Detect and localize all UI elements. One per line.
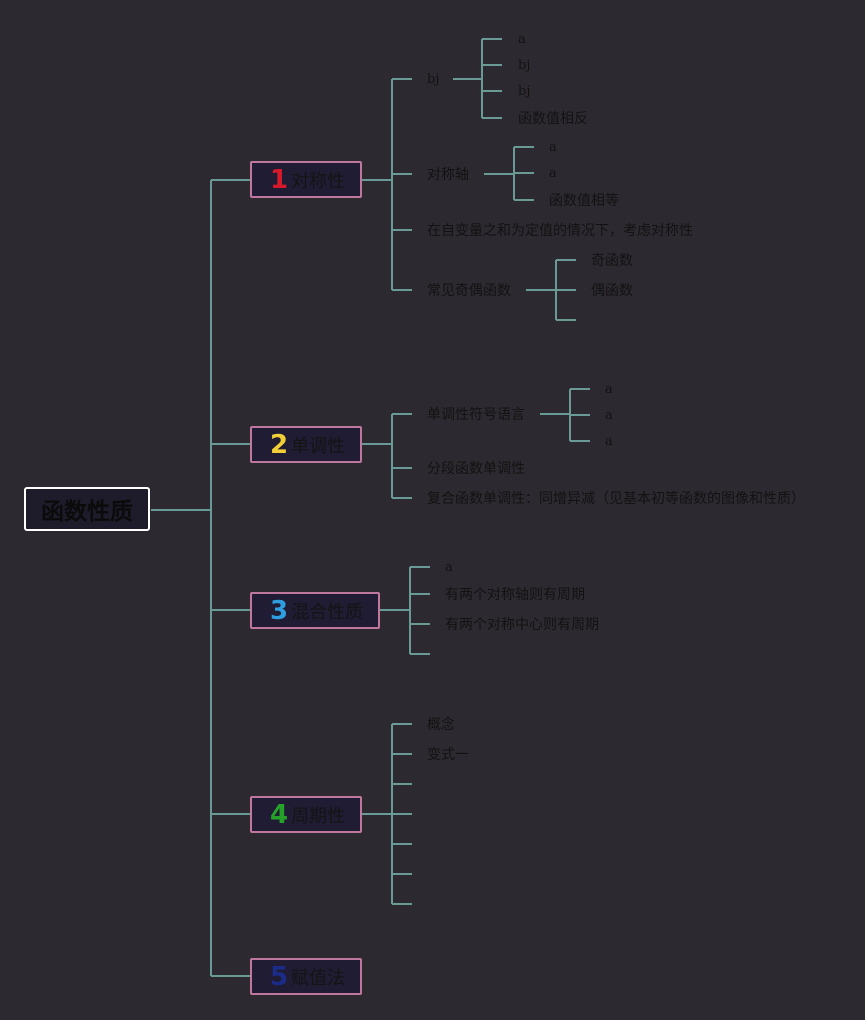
leaf-node[interactable]: a (445, 560, 453, 575)
leaf-node[interactable]: 有两个对称中心则有周期 (445, 617, 599, 633)
node-fixed-sum-symmetry[interactable]: 在自变量之和为定值的情况下，考虑对称性 (427, 223, 693, 239)
branch-node-assignment[interactable]: 5 赋值法 (250, 958, 362, 995)
leaf-node[interactable]: a (549, 140, 557, 155)
leaf-node[interactable]: 偶函数 (591, 283, 633, 299)
branch-number: 5 (270, 961, 289, 992)
leaf-node[interactable]: a (605, 382, 613, 397)
branch-number: 3 (270, 595, 289, 626)
leaf-node[interactable]: bj (518, 84, 531, 99)
leaf-node[interactable]: a (605, 408, 613, 423)
root-label: 函数性质 (41, 499, 133, 525)
node-bj[interactable]: bj (427, 72, 440, 87)
leaf-node[interactable]: 函数值相等 (549, 193, 619, 209)
root-node[interactable]: 函数性质 (24, 487, 150, 531)
leaf-node[interactable]: 变式一 (427, 747, 469, 763)
leaf-node[interactable]: 奇函数 (591, 253, 633, 269)
node-symmetry-axis[interactable]: 对称轴 (427, 167, 469, 183)
node-monotone-notation[interactable]: 单调性符号语言 (427, 407, 525, 423)
leaf-node[interactable]: 函数值相反 (518, 111, 588, 127)
leaf-node[interactable]: bj (518, 58, 531, 73)
branch-label: 对称性 (291, 170, 346, 192)
node-composite-monotone[interactable]: 复合函数单调性：同增异减（见基本初等函数的图像和性质） (427, 491, 805, 507)
branch-label: 赋值法 (291, 967, 346, 989)
branch-node-periodicity[interactable]: 4 周期性 (250, 796, 362, 833)
leaf-node[interactable]: a (549, 166, 557, 181)
branch-label: 单调性 (291, 435, 346, 457)
branch-label: 周期性 (291, 805, 346, 827)
branch-node-mixed[interactable]: 3 混合性质 (250, 592, 380, 629)
branch-label: 混合性质 (291, 601, 364, 623)
leaf-node[interactable]: 概念 (427, 717, 455, 733)
leaf-node[interactable]: 有两个对称轴则有周期 (445, 587, 585, 603)
branch-number: 2 (270, 429, 289, 460)
branch-number: 4 (270, 799, 289, 830)
node-common-parity[interactable]: 常见奇偶函数 (427, 283, 511, 299)
branch-node-symmetry[interactable]: 1 对称性 (250, 161, 362, 198)
leaf-node[interactable]: a (605, 434, 613, 449)
leaf-node[interactable]: a (518, 32, 526, 47)
node-piecewise-monotone[interactable]: 分段函数单调性 (427, 461, 525, 477)
branch-number: 1 (270, 164, 289, 195)
branch-node-monotonicity[interactable]: 2 单调性 (250, 426, 362, 463)
